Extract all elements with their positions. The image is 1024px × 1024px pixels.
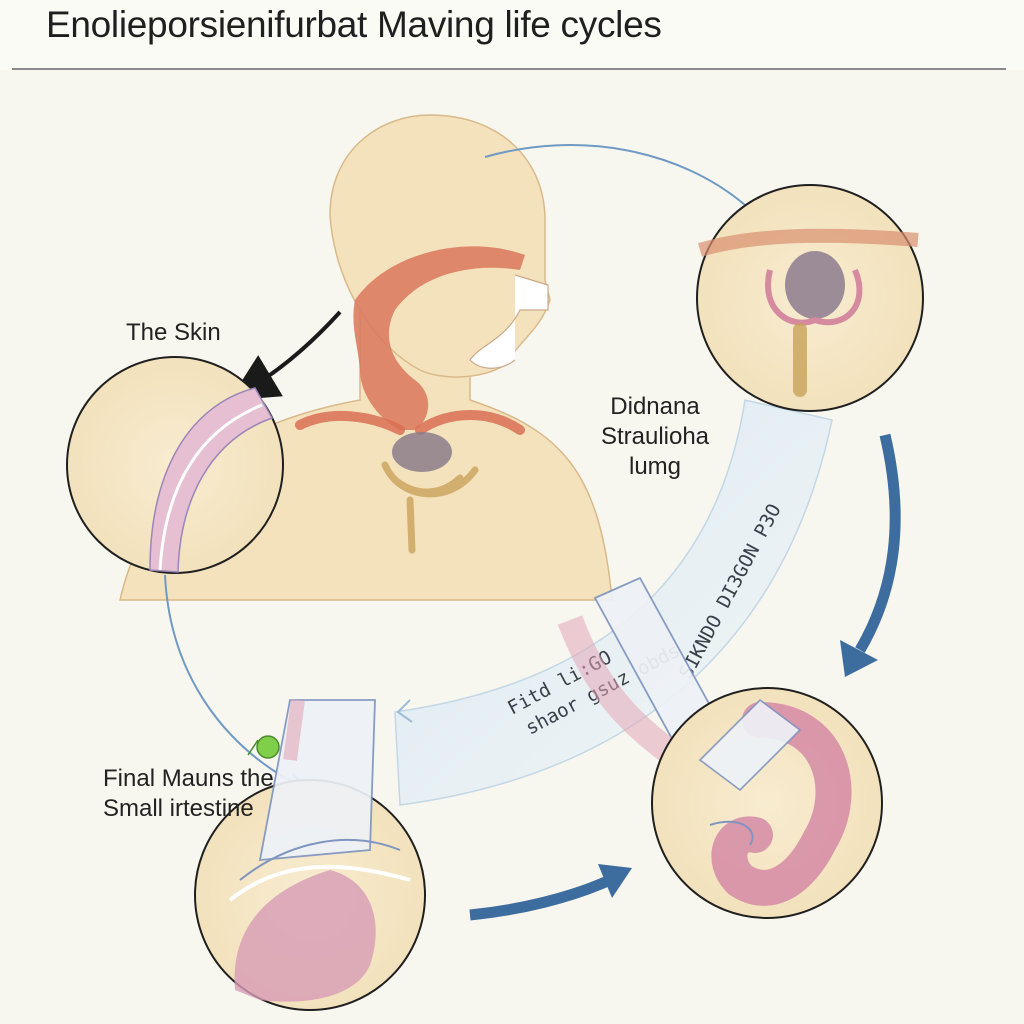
translucent-band <box>394 399 833 806</box>
label-lung-line-2: Straulioha <box>600 423 710 450</box>
lung-detail-circle <box>696 184 924 412</box>
green-node-tether <box>247 739 259 756</box>
skin-detail-circle <box>66 356 284 574</box>
cycle-line-left <box>164 574 298 785</box>
label-lung-stage: Didnana Straulioha lumg <box>560 392 750 482</box>
airway-organ <box>353 246 525 430</box>
label-small-intestine: Final Mauns the Small irtestine <box>103 764 274 824</box>
blue-arrow-right <box>855 433 901 653</box>
green-node <box>256 735 280 759</box>
label-intestine-line-1: Final Mauns the <box>103 765 274 792</box>
label-lung-line-3: lumg <box>628 453 682 480</box>
face-mask <box>469 274 549 369</box>
stomach-organ <box>392 432 452 472</box>
cycle-line-top <box>484 144 746 206</box>
lung-branches <box>295 410 525 435</box>
band-arrow-tip <box>396 699 413 723</box>
label-intestine-line-2: Small irtestine <box>103 795 254 822</box>
intestine-detail-circle <box>194 699 426 1011</box>
curl-detail-circle <box>651 687 883 919</box>
blue-arrow-bottom <box>469 874 613 921</box>
page-title: Enolieporsienifurbat Maving life cycles <box>46 4 662 45</box>
skin-pointer-arrow <box>229 310 342 401</box>
title-bar: Enolieporsienifurbat Maving life cycles <box>0 0 1024 70</box>
title-divider <box>12 68 1006 70</box>
label-the-skin: The Skin <box>126 319 221 346</box>
label-lung-line-1: Didnana <box>610 393 700 420</box>
intestine-cluster <box>381 461 479 554</box>
blue-arrow-right-head <box>840 640 878 677</box>
blue-arrow-bottom-head <box>598 864 632 898</box>
